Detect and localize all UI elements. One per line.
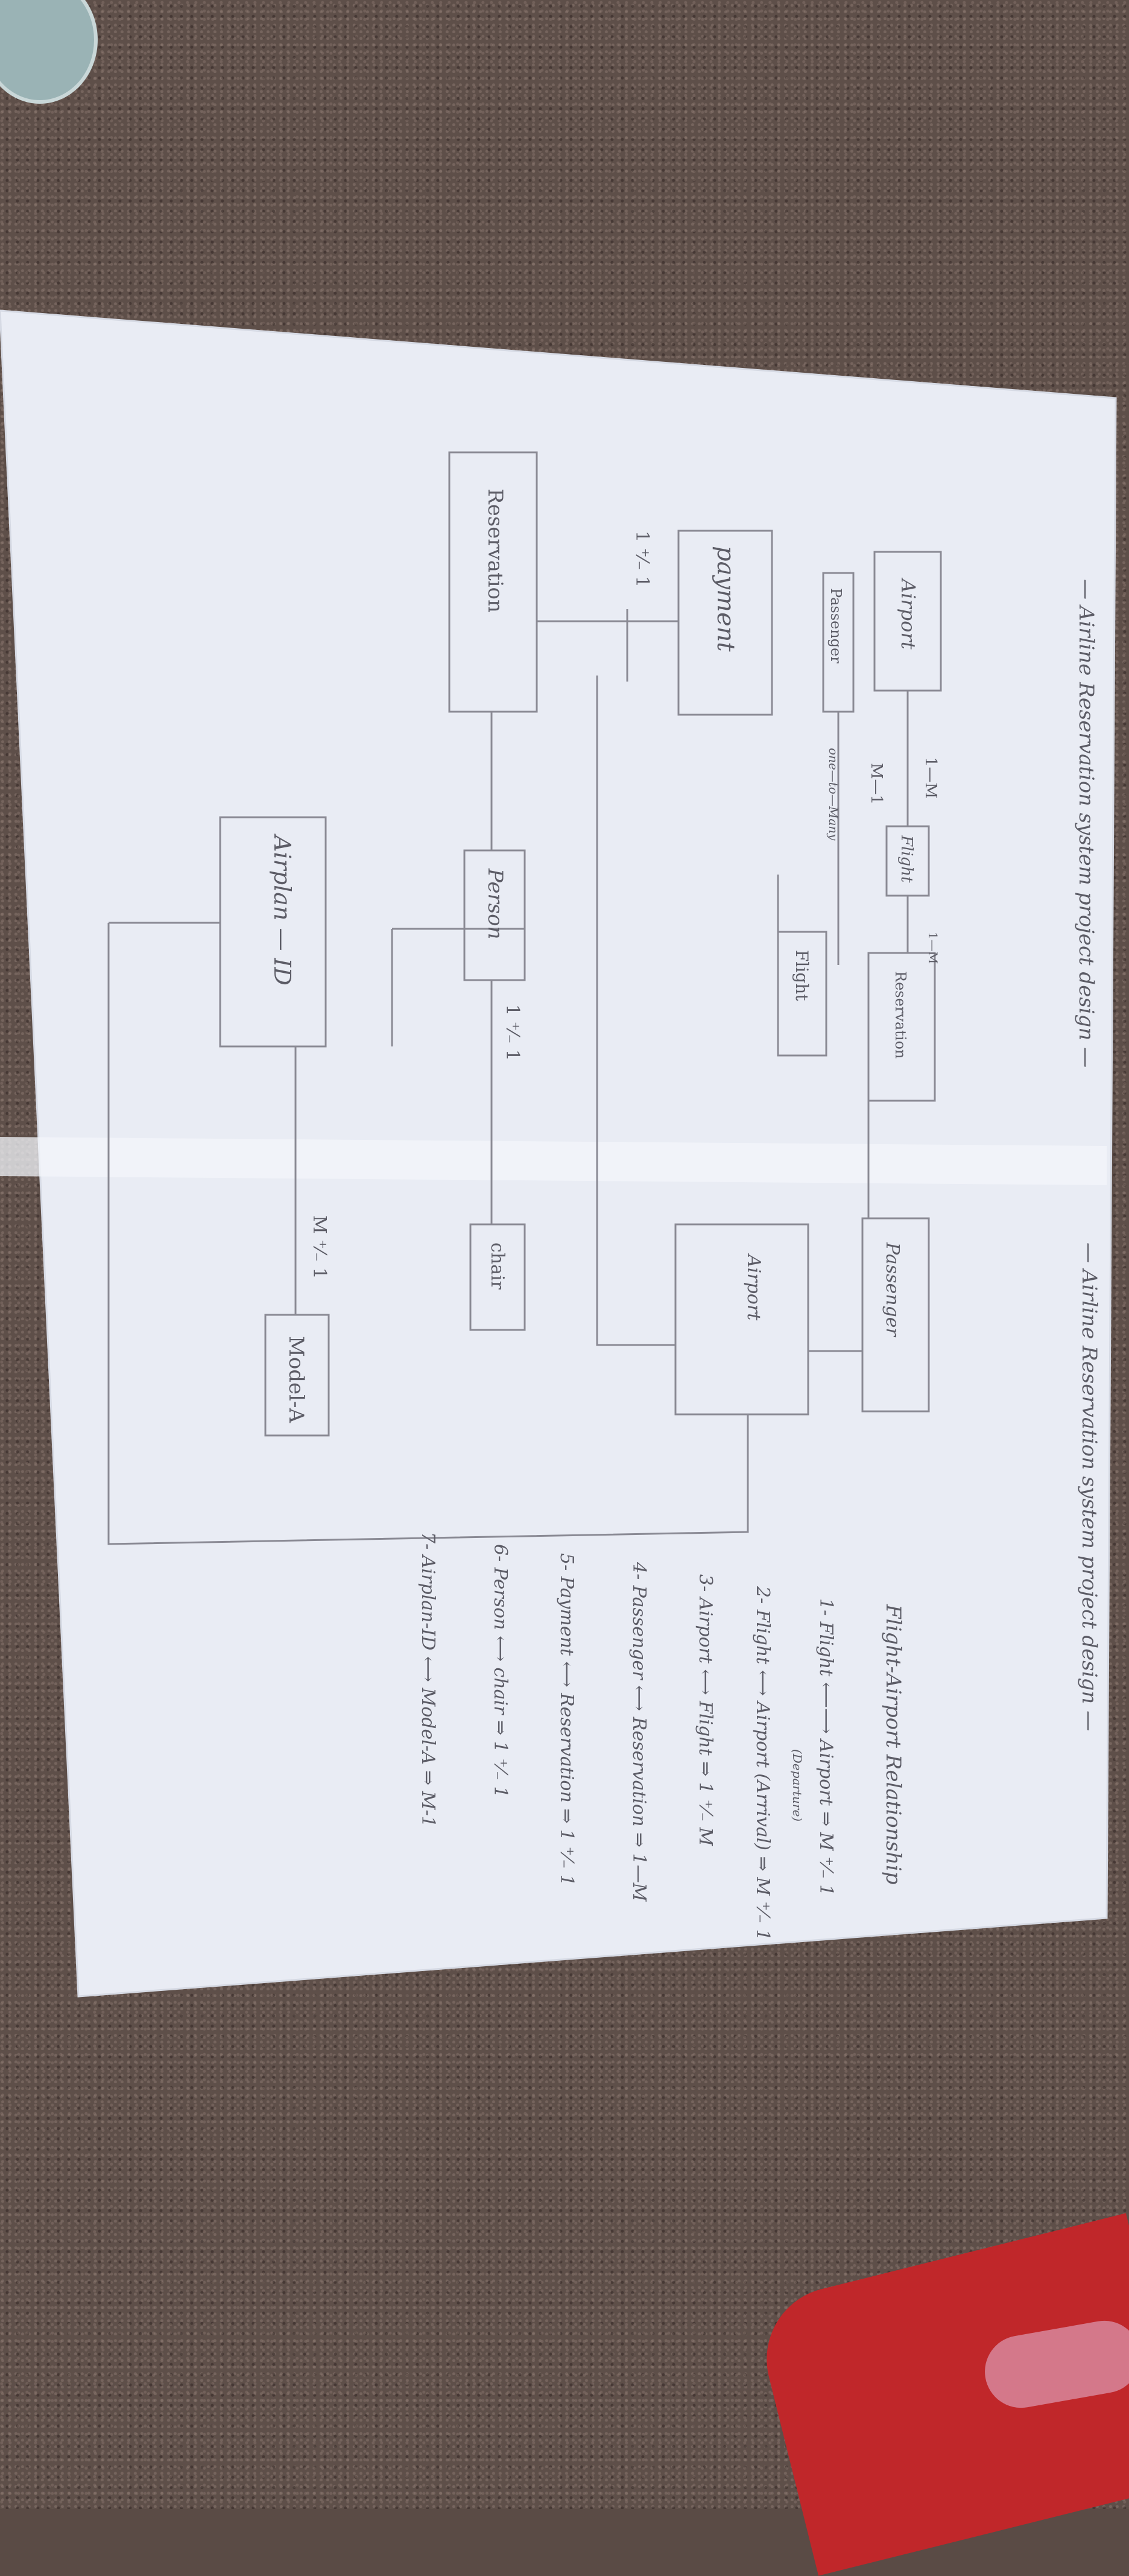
box-model-a — [264, 1314, 330, 1437]
relation-1: 1- Flight ⟵⟶ Airport ⇒ M ⁺⁄₋ 1 — [815, 1598, 836, 1896]
box-airport-right-label: Airport — [743, 1253, 764, 1321]
box-airplan-label: Airplan — ID — [269, 834, 296, 986]
box-passenger-label: Passenger — [827, 588, 844, 663]
label-1m: 1—M — [922, 757, 940, 799]
box-reservation-label: Reservation — [483, 489, 507, 613]
box-airport-label: Airport — [897, 577, 920, 650]
box-person-label: Person — [483, 868, 507, 940]
box-model-label: Model-A — [284, 1336, 308, 1423]
line-payment-airport — [596, 676, 675, 1346]
box-reservation — [448, 451, 538, 713]
box-airport-right — [674, 1223, 809, 1416]
label-m1: M—1 — [867, 763, 885, 805]
relation-note: (Departure) — [790, 1749, 805, 1821]
box-flight-label: Flight — [897, 835, 916, 883]
box-passenger-right — [861, 1217, 930, 1413]
label-1-1-payment: 1 ⁺⁄₋ 1 — [631, 531, 653, 587]
title-right: — Airline Reservation system project des… — [1077, 1242, 1101, 1731]
box-airplan-id — [219, 816, 327, 1048]
relation-5: 5- Payment ⟷ Reservation ⇒ 1 ⁺⁄₋ 1 — [556, 1553, 577, 1886]
tape-strip — [0, 1137, 1107, 1185]
box-chair-label: chair — [487, 1242, 508, 1290]
label-1m-2: 1—M — [926, 932, 940, 964]
box-flight-left-label: Flight — [792, 950, 812, 1001]
box-payment-label: payment — [712, 546, 739, 652]
relation-4: 4- Passenger ⟷ Reservation ⇒ 1—M — [628, 1562, 650, 1902]
relations-heading: Flight-Airport Relationship — [881, 1604, 905, 1885]
label-1-1-person: 1 ⁺⁄₋ 1 — [502, 1004, 523, 1061]
title-left: — Airline Reservation system project des… — [1074, 579, 1098, 1068]
relation-6: 6- Person ⟷ chair ⇒ 1 ⁺⁄₋ 1 — [490, 1544, 511, 1798]
label-m1-model: M ⁺⁄₋ 1 — [309, 1215, 330, 1279]
relation-3: 3- Airport ⟷ Flight ⇒ 1 ⁺⁄₋ M — [695, 1574, 716, 1847]
box-person — [463, 849, 526, 981]
box-passenger-right-label: Passenger — [882, 1242, 903, 1338]
label-one-to-many: one—to—Many — [826, 748, 841, 841]
relation-2: 2- Flight ⟷ Airport (Arrival) ⇒ M ⁺⁄₋ 1 — [752, 1586, 773, 1941]
relation-7: 7- Airplan-ID ⟷ Model-A ⇒ M-1 — [417, 1532, 438, 1828]
paper-sheet: — Airline Reservation system project des… — [0, 309, 1117, 1998]
box-chair — [469, 1223, 526, 1331]
box-reservation-small-label: Reservation — [892, 971, 909, 1059]
line-airplan-airport — [107, 923, 749, 1545]
